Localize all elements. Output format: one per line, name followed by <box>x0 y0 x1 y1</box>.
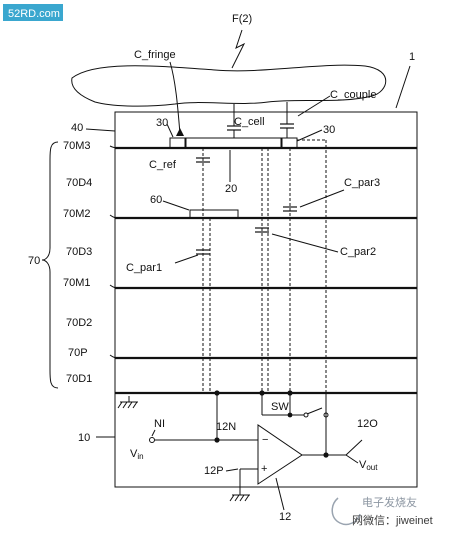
finger-leader <box>231 29 246 69</box>
tick-m2 <box>109 214 119 219</box>
label-c-fringe: C_fringe <box>134 49 176 61</box>
layer-70m2: 70M2 <box>63 208 91 220</box>
layer-40: 40 <box>71 122 83 134</box>
vin-main: V <box>130 448 138 460</box>
input-terminal-ni <box>149 437 155 443</box>
node-12n-top <box>214 390 220 396</box>
ref-10: 10 <box>78 432 90 444</box>
shield-30-right <box>281 137 298 149</box>
ground-right-hatch <box>229 494 250 502</box>
vout-main: V <box>359 459 367 471</box>
leader-12p <box>225 468 239 472</box>
ground-left-hatch <box>117 401 138 409</box>
watermark-bottom-2: 网微信：jiweinet <box>352 513 433 527</box>
wire-out-rise <box>345 439 363 456</box>
label-c-par1: C_par1 <box>126 262 162 274</box>
electrode-20 <box>185 137 282 149</box>
ref-30-left: 30 <box>156 117 168 129</box>
layer-70d2: 70D2 <box>66 317 92 329</box>
node-290 <box>287 390 293 396</box>
watermark-top: 52RD.com <box>8 8 60 20</box>
leader-c-par1 <box>174 254 199 264</box>
label-c-cell: C_cell <box>234 116 265 128</box>
ref-ni: NI <box>154 418 165 430</box>
leader-60 <box>162 200 190 211</box>
tick-p <box>109 354 119 359</box>
label-c-par3: C_par3 <box>344 177 380 189</box>
fringe-arrow <box>169 61 181 135</box>
label-c-ref: C_ref <box>149 159 177 171</box>
op-amp-minus: − <box>262 434 268 446</box>
node-sw-left <box>287 412 293 418</box>
sw-pin-left <box>303 412 309 418</box>
watermark-bottom: 电子发烧友 <box>362 495 417 509</box>
leader-c-par2 <box>271 233 339 253</box>
ref-1: 1 <box>409 51 415 63</box>
vout-sub: out <box>366 463 378 472</box>
ref-12: 12 <box>279 511 291 523</box>
tick-m3 <box>109 145 119 149</box>
finger-label: F(2) <box>232 13 252 25</box>
leader-30-left <box>166 123 174 138</box>
wire-sw-blade <box>306 407 323 415</box>
ref-70: 70 <box>28 255 40 267</box>
leader-30-right <box>296 129 323 142</box>
leader-ni <box>151 429 156 437</box>
ref-60: 60 <box>150 194 162 206</box>
vin-sub: in <box>137 452 143 461</box>
ref-20: 20 <box>225 183 237 195</box>
ref-12n: 12N <box>216 421 236 433</box>
ref-1-leader <box>395 65 411 109</box>
sensor-outline <box>114 111 418 488</box>
ref-12p: 12P <box>204 465 224 477</box>
leader-40 <box>85 128 116 132</box>
leader-c-par3 <box>299 189 345 208</box>
label-c-par2: C_par2 <box>340 246 376 258</box>
wire-out-down <box>345 454 359 464</box>
layer-70m1: 70M1 <box>63 277 91 289</box>
layer-70d3: 70D3 <box>66 246 92 258</box>
tick-m1 <box>109 284 119 289</box>
vout-label: Vout <box>359 459 378 472</box>
layer-70d4: 70D4 <box>66 177 92 189</box>
leader-12 <box>275 477 285 511</box>
ref-12o: 12O <box>357 418 378 430</box>
layer-70p: 70P <box>68 347 88 359</box>
finger-shape <box>71 64 387 107</box>
label-c-couple: C_couple <box>330 89 376 101</box>
brace-70 <box>41 141 59 389</box>
watermark-badge <box>3 4 63 21</box>
op-amp-plus: + <box>261 463 267 475</box>
node-262 <box>259 390 265 396</box>
leader-c-couple <box>297 95 331 117</box>
vin-label: Vin <box>130 448 144 461</box>
watermark-bottom-logo <box>331 497 361 526</box>
ref-sw: SW <box>271 401 289 413</box>
fringe-arrowhead <box>176 128 184 136</box>
shield-30-left <box>169 137 186 149</box>
reference-plate-60 <box>189 209 239 219</box>
op-amp <box>257 424 303 485</box>
layer-70m3: 70M3 <box>63 140 91 152</box>
ref-30-right: 30 <box>323 124 335 136</box>
layer-70d1: 70D1 <box>66 373 92 385</box>
